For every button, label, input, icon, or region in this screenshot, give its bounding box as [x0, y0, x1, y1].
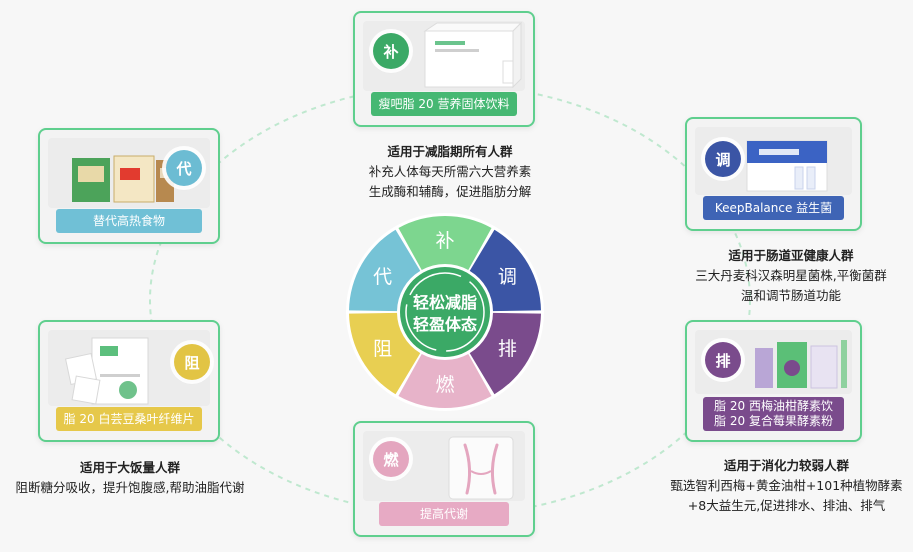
- wheel-segment: [349, 312, 421, 395]
- wheel-segment: [469, 312, 541, 395]
- wheel-segment: [349, 229, 421, 312]
- wheel-segment-label: 阻: [373, 338, 392, 360]
- desc-pai-title: 适用于消化力较弱人群: [723, 458, 849, 473]
- badge-bu: 补: [373, 33, 409, 69]
- product-label-tiao: KeepBalance 益生菌: [703, 196, 844, 220]
- desc-bu-title: 适用于减脂期所有人群: [387, 144, 513, 159]
- product-label-pai: 脂 20 西梅油柑酵素饮 脂 20 复合莓果酵素粉: [703, 397, 844, 431]
- desc-pai-line1: 甄选智利西梅+黄金油柑+101种植物酵素: [670, 478, 903, 493]
- wheel-segment-label: 排: [498, 338, 517, 360]
- desc-tiao-line1: 三大丹麦科汉森明星菌株,平衡菌群: [695, 268, 887, 283]
- desc-pai-line2: +8大益生元,促进排水、排油、排气: [687, 498, 886, 513]
- product-label-pai-line1: 脂 20 西梅油柑酵素饮: [714, 399, 833, 413]
- wheel-center-line2: 轻盈体态: [413, 315, 477, 334]
- badge-ran: 燃: [373, 441, 409, 477]
- desc-tiao-line2: 温和调节肠道功能: [740, 288, 841, 303]
- card-pai: 排 脂 20 西梅油柑酵素饮 脂 20 复合莓果酵素粉: [685, 320, 862, 442]
- product-label-ran: 提高代谢: [379, 502, 509, 526]
- wheel-segment-label: 补: [435, 230, 454, 252]
- probiotic-box-icon: [746, 140, 828, 192]
- card-zu: 阻 脂 20 白芸豆桑叶纤维片: [38, 320, 220, 442]
- desc-tiao-title: 适用于肠道亚健康人群: [728, 248, 854, 263]
- desc-bu-line2: 生成酶和辅酶，促进脂肪分解: [368, 184, 532, 199]
- wheel-segment: [398, 353, 492, 408]
- badge-zu: 阻: [174, 344, 210, 380]
- desc-pai: 适用于消化力较弱人群 甄选智利西梅+黄金油柑+101种植物酵素 +8大益生元,促…: [660, 456, 913, 516]
- card-tiao: 调 KeepBalance 益生菌: [685, 117, 862, 231]
- badge-pai: 排: [705, 342, 741, 378]
- product-label-dai: 替代高热食物: [56, 209, 202, 233]
- wheel-segment-label: 调: [498, 266, 517, 288]
- desc-zu-title: 适用于大饭量人群: [79, 460, 180, 475]
- product-box-icon: [423, 21, 523, 89]
- enzyme-products-icon: [755, 340, 847, 389]
- fiber-tablet-pack-icon: [64, 337, 149, 405]
- desc-tiao: 适用于肠道亚健康人群 三大丹麦科汉森明星菌株,平衡菌群 温和调节肠道功能: [676, 246, 906, 306]
- badge-tiao: 调: [705, 141, 741, 177]
- desc-zu: 适用于大饭量人群 阻断糖分吸收，提升饱腹感,帮助油脂代谢: [10, 458, 250, 498]
- desc-bu: 适用于减脂期所有人群 补充人体每天所需六大营养素 生成酶和辅酶，促进脂肪分解: [360, 142, 540, 202]
- wheel-segment: [398, 216, 492, 271]
- wheel-segment: [469, 229, 541, 312]
- product-image-ran: [363, 431, 525, 501]
- waist-shape-icon: [448, 436, 514, 500]
- product-label-zu: 脂 20 白芸豆桑叶纤维片: [56, 407, 202, 431]
- product-label-pai-line2: 脂 20 复合莓果酵素粉: [714, 414, 833, 428]
- card-bu: 补 瘦吧脂 20 营养固体饮料: [353, 11, 535, 127]
- product-image-bu: [363, 21, 525, 91]
- badge-dai: 代: [166, 150, 202, 186]
- wheel-segment-label: 燃: [435, 374, 454, 396]
- card-ran: 燃 提高代谢: [353, 421, 535, 537]
- desc-zu-line1: 阻断糖分吸收，提升饱腹感,帮助油脂代谢: [15, 480, 245, 495]
- wheel-center-line1: 轻松减脂: [413, 293, 477, 312]
- desc-bu-line1: 补充人体每天所需六大营养素: [368, 164, 532, 179]
- wheel-center: [400, 267, 490, 357]
- product-label-bu: 瘦吧脂 20 营养固体饮料: [371, 92, 517, 116]
- wheel-segment-label: 代: [373, 266, 392, 288]
- wheel-center-ring: [405, 272, 485, 352]
- card-dai: 代 替代高热食物: [38, 128, 220, 244]
